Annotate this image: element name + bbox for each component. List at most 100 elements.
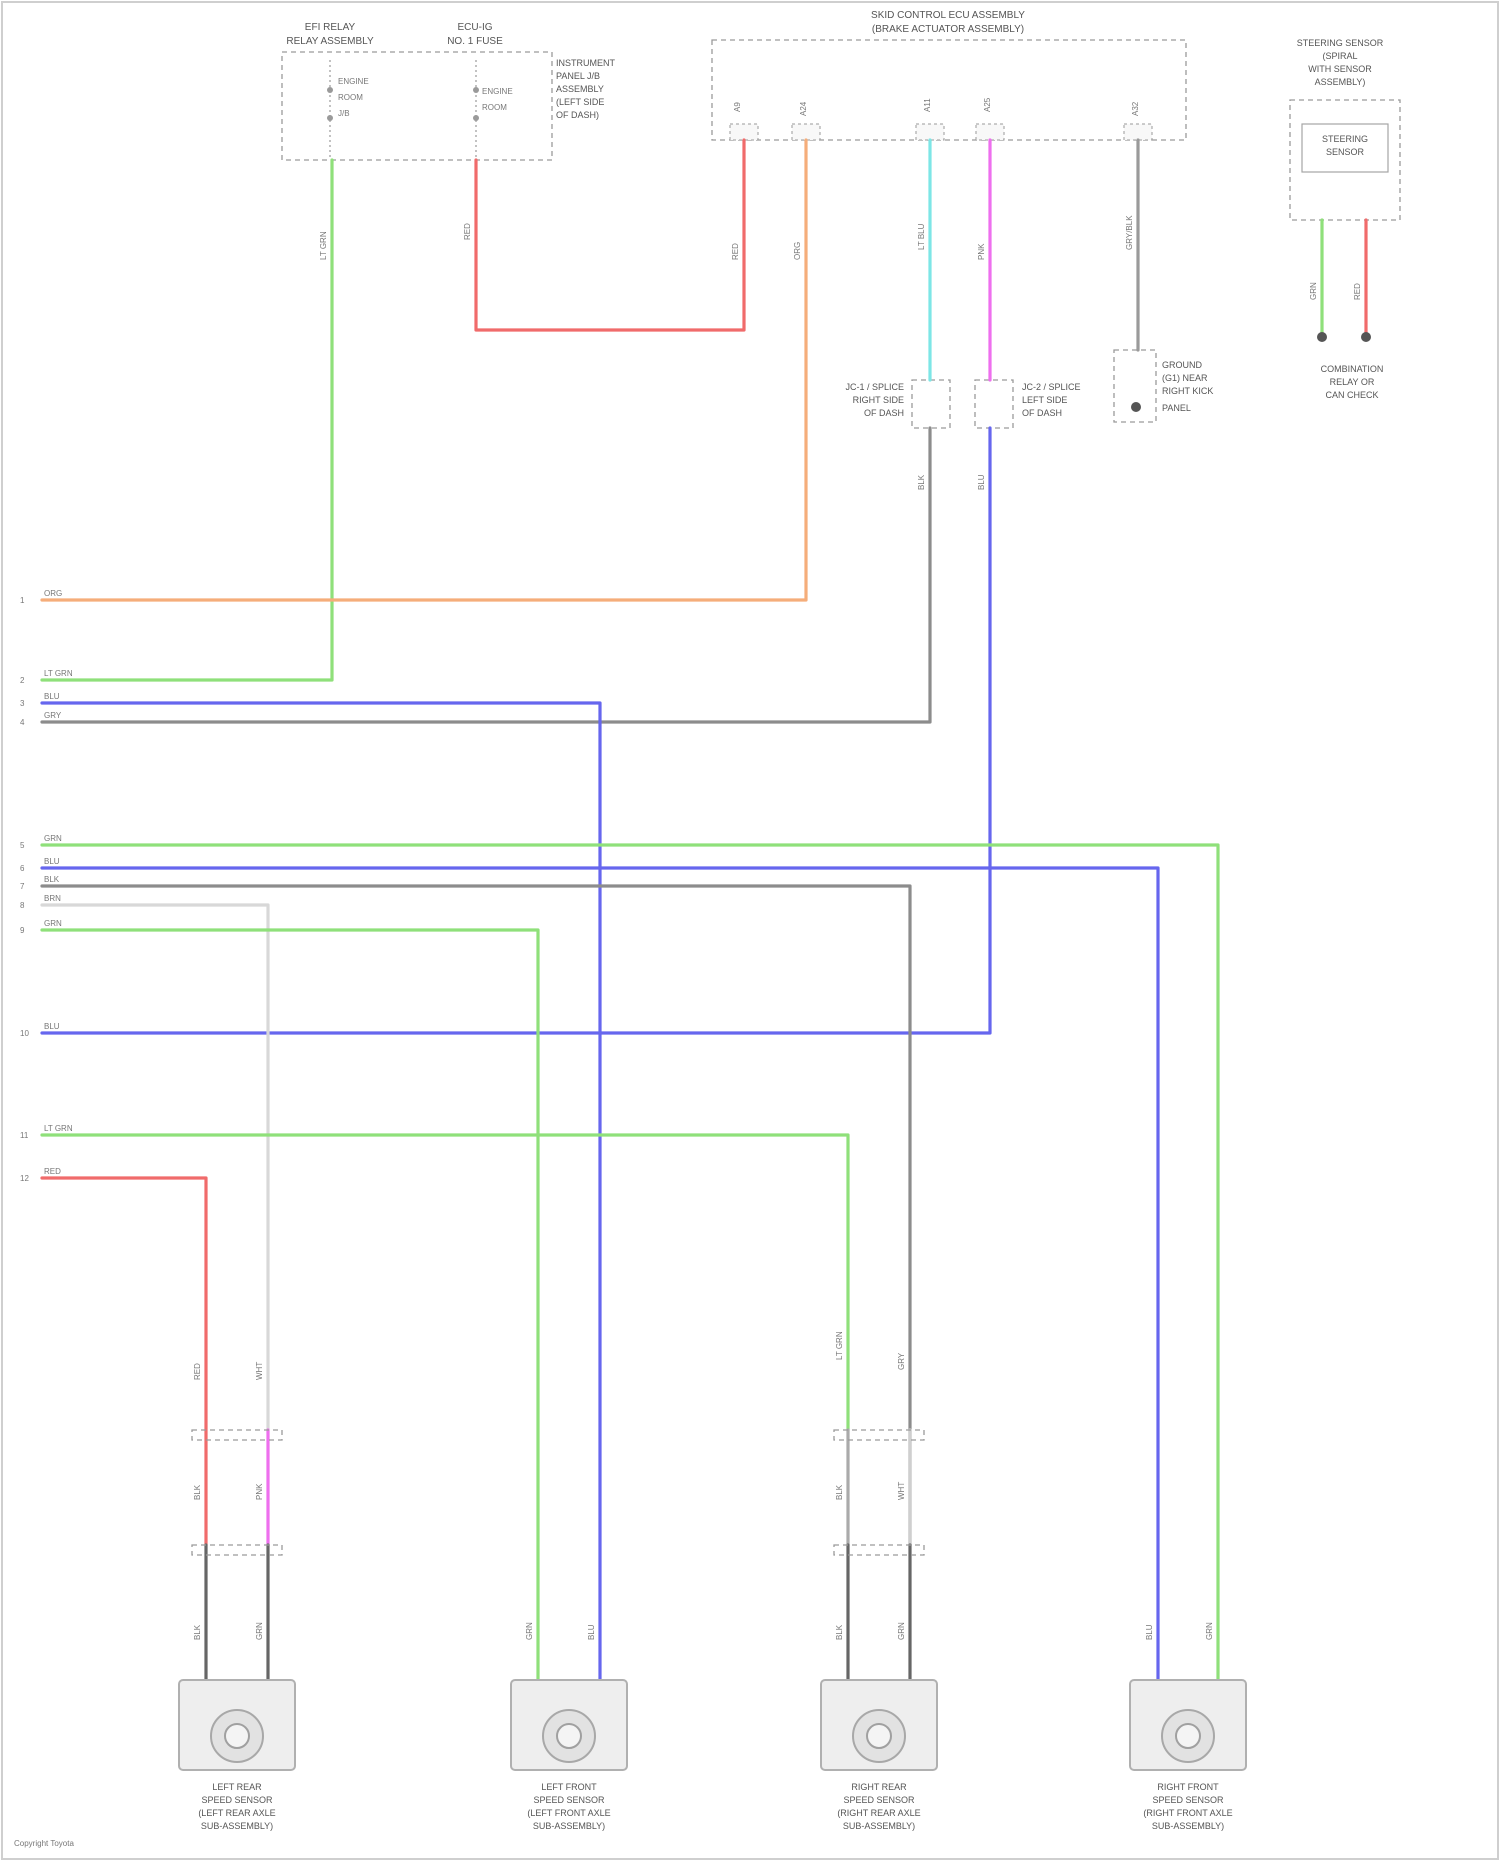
terminal-wire-label: GRY <box>44 711 62 720</box>
sensor-hub-icon <box>557 1724 581 1748</box>
s1-w5: GRN <box>255 1622 264 1640</box>
terminal-wire-label: LT GRN <box>44 669 73 678</box>
sensor-label: SUB-ASSEMBLY) <box>533 1821 605 1831</box>
terminal-wire-label: ORG <box>44 589 62 598</box>
steer-title-2: (SPIRAL <box>1322 51 1357 61</box>
s1-w4: BLK <box>193 1624 202 1640</box>
s2-w1: BLU <box>587 1624 596 1640</box>
wl-ecu3: LT BLU <box>917 223 926 250</box>
terminal-number: 5 <box>20 841 25 850</box>
s3-w0: LT GRN <box>835 1331 844 1360</box>
fuse-note-3: ASSEMBLY <box>556 84 604 94</box>
sensor-label: SPEED SENSOR <box>201 1795 273 1805</box>
terminal-number: 10 <box>20 1029 29 1038</box>
rsplice-1: JC-2 / SPLICE <box>1022 382 1081 392</box>
s1-w0: RED <box>193 1363 202 1380</box>
combo-1: COMBINATION <box>1321 364 1384 374</box>
terminal-wire-label: BLK <box>44 875 60 884</box>
terminal-number: 1 <box>20 596 25 605</box>
terminal-wire-label: BLU <box>44 692 60 701</box>
relay-pin-3: J/B <box>338 109 350 118</box>
sensor-label: SUB-ASSEMBLY) <box>1152 1821 1224 1831</box>
wl-splice-r: BLU <box>977 474 986 490</box>
sensor-label: SUB-ASSEMBLY) <box>201 1821 273 1831</box>
sensor-label: (RIGHT FRONT AXLE <box>1143 1808 1232 1818</box>
terminal-wire-label: RED <box>44 1167 61 1176</box>
sensor-label: SPEED SENSOR <box>1152 1795 1224 1805</box>
s3-w5: GRN <box>897 1622 906 1640</box>
ecu-title-2: (BRAKE ACTUATOR ASSEMBLY) <box>872 24 1024 35</box>
steer-title-4: ASSEMBLY) <box>1315 77 1366 87</box>
terminal-wire-label: GRN <box>44 834 62 843</box>
s1-w2: BLK <box>193 1484 202 1500</box>
sensor-hub-icon <box>1176 1724 1200 1748</box>
speed-sensor: RIGHT FRONT SPEED SENSOR (RIGHT FRONT AXLE… <box>1130 1680 1246 1831</box>
wl-steer-l: GRN <box>1309 282 1318 300</box>
rsplice-2: LEFT SIDE <box>1022 395 1067 405</box>
relay-pin-1: ENGINE <box>338 77 369 86</box>
s4-w1: GRN <box>1205 1622 1214 1640</box>
terminal-number: 8 <box>20 901 25 910</box>
sensor-label: LEFT REAR <box>212 1782 262 1792</box>
rsplice-3: OF DASH <box>1022 408 1062 418</box>
wl-fuse: RED <box>463 223 472 240</box>
terminal-number: 6 <box>20 864 25 873</box>
ground-1: GROUND <box>1162 360 1202 370</box>
lsplice-2: RIGHT SIDE <box>853 395 904 405</box>
terminal-wire-label: BLU <box>44 857 60 866</box>
s3-w2: BLK <box>835 1484 844 1500</box>
terminal-number: 2 <box>20 676 25 685</box>
terminal-number: 12 <box>20 1174 29 1183</box>
combo-3: CAN CHECK <box>1325 390 1378 400</box>
terminal-number: 3 <box>20 699 25 708</box>
sensor-label: RIGHT FRONT <box>1157 1782 1219 1792</box>
sensor-label: SPEED SENSOR <box>533 1795 605 1805</box>
fuse-title-1: ECU-IG <box>458 22 493 33</box>
sensor-hub-icon <box>867 1724 891 1748</box>
footer-text: Copyright Toyota <box>14 1839 74 1848</box>
s1-w1: WHT <box>255 1362 264 1380</box>
ground-3: RIGHT KICK <box>1162 386 1213 396</box>
relay-pin-2: ROOM <box>338 93 363 102</box>
wl-ecu2: ORG <box>793 242 802 260</box>
wl-ecu1: RED <box>731 243 740 260</box>
wl-steer-r: RED <box>1353 283 1362 300</box>
sensor-label: RIGHT REAR <box>851 1782 907 1792</box>
steer-title-1: STEERING SENSOR <box>1297 38 1384 48</box>
fuse-note-5: OF DASH) <box>556 110 599 120</box>
fuse-pin-1: ENGINE <box>482 87 513 96</box>
fuse-note-2: PANEL J/B <box>556 71 600 81</box>
relay-title-2: RELAY ASSEMBLY <box>286 36 374 47</box>
steer-title-3: WITH SENSOR <box>1308 64 1372 74</box>
s4-w0: BLU <box>1145 1624 1154 1640</box>
sensor-label: (LEFT FRONT AXLE <box>527 1808 610 1818</box>
steer-junction-red <box>1361 332 1371 342</box>
fuse-title-2: NO. 1 FUSE <box>447 36 503 47</box>
sensor-hub-icon <box>225 1724 249 1748</box>
ground-4: PANEL <box>1162 403 1191 413</box>
terminal-wire-label: BLU <box>44 1022 60 1031</box>
sensor-label: SUB-ASSEMBLY) <box>843 1821 915 1831</box>
s3-w4: BLK <box>835 1624 844 1640</box>
terminal-number: 9 <box>20 926 25 935</box>
ecu-pin-label-5: A32 <box>1131 101 1140 116</box>
s3-w1: GRY <box>897 1352 906 1370</box>
terminal-wire-label: BRN <box>44 894 61 903</box>
relay-title-1: EFI RELAY <box>305 22 356 33</box>
ground-2: (G1) NEAR <box>1162 373 1208 383</box>
combo-2: RELAY OR <box>1330 377 1375 387</box>
ecu-pin-label-4: A25 <box>983 97 992 112</box>
terminal-number: 11 <box>20 1131 29 1140</box>
steer-inner-1: STEERING <box>1322 134 1368 144</box>
terminal-wire-label: GRN <box>44 919 62 928</box>
steer-junction-green <box>1317 332 1327 342</box>
wl-ecu4: PNK <box>977 243 986 260</box>
ecu-pin-label-1: A9 <box>733 102 742 112</box>
fuse-pin-2: ROOM <box>482 103 507 112</box>
wl-ecu5: GRY/BLK <box>1125 215 1134 250</box>
terminal-number: 7 <box>20 882 25 891</box>
terminal-number: 4 <box>20 718 25 727</box>
